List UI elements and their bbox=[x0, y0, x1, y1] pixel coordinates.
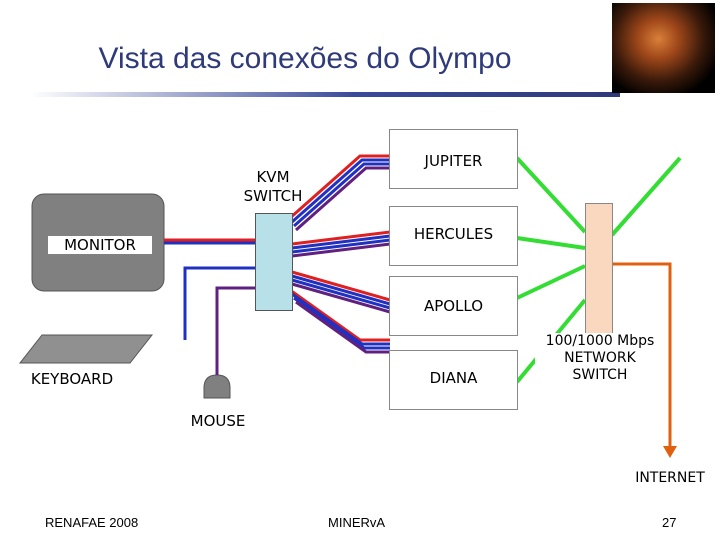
network-switch-label: 100/1000 Mbps NETWORK SWITCH bbox=[535, 333, 665, 384]
server-jupiter-label: JUPITER bbox=[424, 152, 483, 170]
mouse-label: MOUSE bbox=[190, 412, 246, 430]
monitor-cable bbox=[164, 238, 256, 245]
internet-link bbox=[612, 262, 677, 458]
footer-left: RENAFAE 2008 bbox=[45, 515, 139, 530]
network-switch-box bbox=[585, 203, 613, 337]
olympian-head-image bbox=[612, 3, 715, 93]
keyboard-label: KEYBOARD bbox=[30, 370, 114, 388]
title-underline bbox=[30, 92, 620, 97]
mouse-shape bbox=[203, 374, 231, 399]
kvm-hercules-cable bbox=[291, 230, 391, 258]
kvm-apollo-cable bbox=[291, 270, 391, 314]
keyboard-shape bbox=[18, 334, 154, 364]
kvm-switch-label: KVM SWITCH bbox=[243, 168, 303, 205]
footer-center: MINERvA bbox=[328, 515, 386, 530]
server-jupiter: JUPITER bbox=[389, 129, 518, 189]
mouse-cable bbox=[215, 286, 256, 375]
page-title: Vista das conexões do Olympo bbox=[98, 42, 512, 75]
server-apollo: APOLLO bbox=[389, 276, 518, 336]
server-apollo-label: APOLLO bbox=[423, 297, 484, 315]
page-number: 27 bbox=[662, 515, 677, 530]
server-diana-label: DIANA bbox=[429, 369, 478, 387]
kvm-jupiter-cable bbox=[289, 154, 390, 232]
kvm-switch-box bbox=[255, 213, 293, 311]
internet-label: INTERNET bbox=[635, 470, 705, 486]
kvm-diana-cable bbox=[289, 288, 390, 354]
monitor-label: MONITOR bbox=[48, 236, 152, 254]
server-hercules-label: HERCULES bbox=[413, 225, 494, 243]
server-diana: DIANA bbox=[389, 350, 518, 410]
server-hercules: HERCULES bbox=[389, 206, 518, 266]
keyboard-cable bbox=[183, 266, 256, 340]
